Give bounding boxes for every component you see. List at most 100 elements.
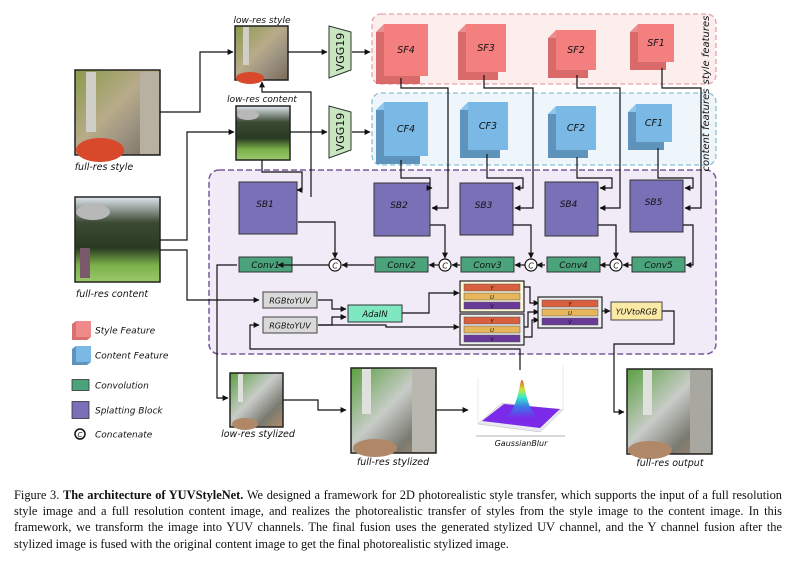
channel-v: V <box>463 334 521 343</box>
svg-text:SB1: SB1 <box>256 200 274 210</box>
full-res-style-label: full-res style <box>75 162 134 173</box>
svg-text:SB5: SB5 <box>645 198 663 208</box>
style-feature-sf2: SF2 <box>548 30 596 78</box>
caption-prefix: Figure 3. <box>14 488 60 502</box>
low-res-stylized-image <box>229 372 284 430</box>
svg-text:CF4: CF4 <box>397 124 415 135</box>
rgb-to-yuv-2: RGBtoYUV <box>262 316 318 334</box>
svg-text:Splatting Block: Splatting Block <box>95 407 163 417</box>
svg-text:SF4: SF4 <box>397 45 415 56</box>
yuv-stack-merged: YUV <box>537 296 603 329</box>
svg-text:C: C <box>528 262 534 271</box>
svg-text:Content Feature: Content Feature <box>95 352 169 362</box>
svg-text:Y: Y <box>490 319 494 325</box>
conv-block-conv4: Conv4 <box>546 256 601 273</box>
svg-text:VGG19: VGG19 <box>334 33 347 72</box>
svg-text:Convolution: Convolution <box>95 382 149 392</box>
svg-text:C: C <box>442 262 448 271</box>
full-res-content-label: full-res content <box>76 289 149 300</box>
content-feature-cf3: CF3 <box>460 102 508 158</box>
svg-text:AdaIN: AdaIN <box>361 310 388 320</box>
svg-text:SF2: SF2 <box>567 45 585 56</box>
channel-u: U <box>541 308 599 317</box>
svg-text:V: V <box>490 304 495 310</box>
splatting-block-sb1: SB1 <box>238 181 298 235</box>
svg-text:U: U <box>568 311 572 317</box>
content-feature-cf4: CF4 <box>376 102 428 164</box>
svg-text:Style Feature: Style Feature <box>95 327 156 337</box>
low-res-stylized-label: low-res stylized <box>221 429 296 440</box>
legend-item-content: Content Feature <box>72 346 169 365</box>
channel-v: V <box>463 301 521 310</box>
vgg19-content-encoder: VGG19 <box>328 105 352 159</box>
svg-text:Conv3: Conv3 <box>473 261 502 271</box>
yuv-stack-content: YUV <box>459 313 525 346</box>
svg-text:U: U <box>490 295 494 301</box>
svg-text:Conv4: Conv4 <box>559 261 588 271</box>
svg-text:SF3: SF3 <box>477 43 495 54</box>
conv-swatch-icon <box>71 379 90 391</box>
svg-text:VGG19: VGG19 <box>334 113 347 152</box>
svg-text:U: U <box>490 328 494 334</box>
svg-text:V: V <box>490 337 495 343</box>
splatting-block-sb5: SB5 <box>629 179 684 233</box>
adain-block: AdaIN <box>347 304 403 323</box>
splatting-block-sb4: SB4 <box>544 181 599 237</box>
full-res-stylized-image <box>350 367 437 457</box>
concat-symbol-icon <box>74 428 86 440</box>
low-res-style-label: low-res style <box>234 16 291 26</box>
channel-y: Y <box>463 316 521 325</box>
concat-node-3: C <box>524 258 538 272</box>
legend-item-splat: Splatting Block <box>71 401 163 419</box>
concat-node-2: C <box>438 258 452 272</box>
svg-text:Y: Y <box>490 286 494 292</box>
svg-text:Conv1: Conv1 <box>251 261 280 271</box>
conv-block-conv2: Conv2 <box>374 256 429 273</box>
concat-node-4: C <box>609 258 623 272</box>
svg-text:CF2: CF2 <box>567 123 585 134</box>
legend-item-concat: C Concatenate <box>74 428 153 441</box>
channel-y: Y <box>463 283 521 292</box>
channel-u: U <box>463 325 521 334</box>
channel-y: Y <box>541 299 599 308</box>
svg-text:RGBtoYUV: RGBtoYUV <box>269 297 311 306</box>
rgb-to-yuv-1: RGBtoYUV <box>262 291 318 309</box>
legend-item-conv: Convolution <box>71 379 149 392</box>
svg-text:SB2: SB2 <box>390 201 408 211</box>
content-feature-cf2: CF2 <box>548 106 596 158</box>
splatting-block-sb3: SB3 <box>459 182 514 236</box>
svg-text:C: C <box>78 431 83 439</box>
low-res-style-image <box>234 25 289 84</box>
conv-block-conv3: Conv3 <box>460 256 515 273</box>
svg-text:YUVtoRGB: YUVtoRGB <box>616 308 658 317</box>
caption-body: We designed a framework for 2D photoreal… <box>14 488 782 551</box>
svg-text:SB4: SB4 <box>560 200 578 210</box>
svg-text:V: V <box>568 320 573 326</box>
full-res-output-label: full-res output <box>636 458 704 469</box>
style-features-label: style features <box>701 16 712 85</box>
concat-node-1: C <box>328 258 342 272</box>
svg-text:Concatenate: Concatenate <box>95 431 153 441</box>
svg-text:CF3: CF3 <box>479 121 497 132</box>
gaussian-blur-label: GaussianBlur <box>495 439 548 448</box>
yuv-to-rgb-block: YUVtoRGB <box>610 301 663 321</box>
svg-text:SF1: SF1 <box>647 38 665 49</box>
legend-item-style: Style Feature <box>72 321 156 340</box>
style-feature-sf1: SF1 <box>630 24 674 70</box>
svg-text:Conv5: Conv5 <box>644 261 673 271</box>
conv-block-conv5: Conv5 <box>631 256 686 273</box>
gaussian-blur-plot <box>476 366 565 437</box>
connections <box>160 49 702 415</box>
architecture-diagram: style features content features full-res… <box>71 13 717 469</box>
svg-text:C: C <box>613 262 619 271</box>
figure-caption: Figure 3. The architecture of YUVStyleNe… <box>14 487 782 552</box>
vgg19-style-encoder: VGG19 <box>328 25 352 79</box>
svg-text:C: C <box>332 262 338 271</box>
channel-v: V <box>541 317 599 326</box>
svg-text:Y: Y <box>568 302 572 308</box>
style-feature-sf3: SF3 <box>458 24 506 80</box>
svg-text:RGBtoYUV: RGBtoYUV <box>269 322 311 331</box>
low-res-content-image <box>235 105 291 161</box>
yuv-stack-stylized: YUV <box>459 280 525 313</box>
